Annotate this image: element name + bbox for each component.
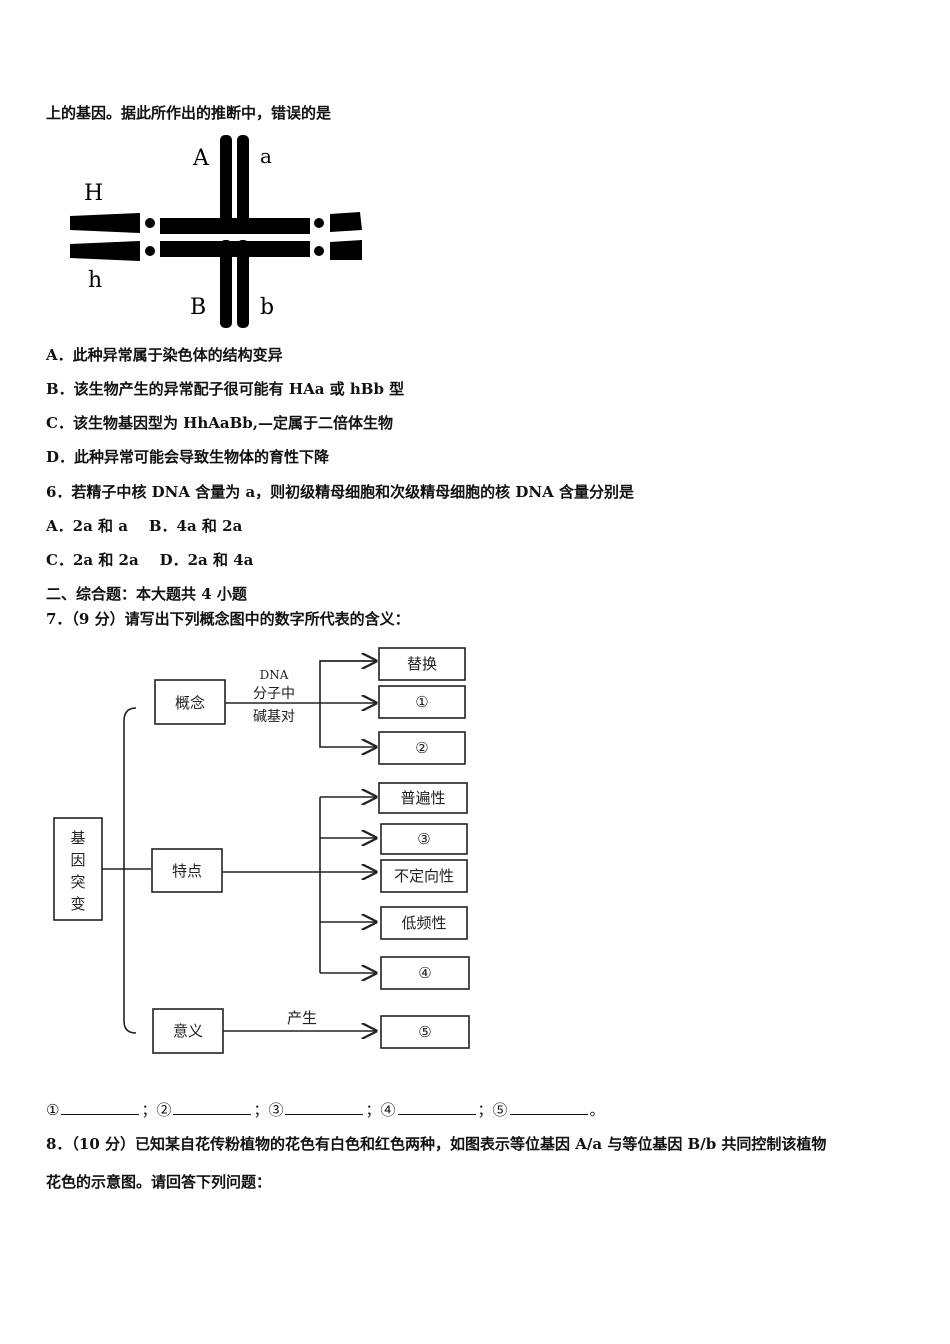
q5-option-b: B．该生物产生的异常配子很可能有 HAa 或 hBb 型: [46, 380, 405, 398]
answer-mark-end: 。: [589, 1101, 605, 1119]
meaning-child: ⑤: [418, 1023, 431, 1041]
answer-mark-2: ；②: [141, 1101, 172, 1119]
answer-blank-4[interactable]: [397, 1100, 476, 1115]
concept-edge-line3: 碱基对: [253, 708, 295, 725]
concept-child-3: ②: [415, 739, 428, 757]
root-char-1: 基: [70, 829, 85, 847]
meaning-node: 意义: [173, 1022, 203, 1040]
concept-map: 基 因 突 变 概念 特点 意义 DNA 分子中 碱基对 替换 ① ② 普遍性 …: [53, 647, 470, 1054]
label-B: B: [190, 295, 206, 320]
q5-option-c: C．该生物基因型为 HhAaBb,—定属于二倍体生物: [46, 414, 393, 432]
q8-line2: 花色的示意图。请回答下列问题：: [46, 1173, 272, 1191]
label-H: H: [84, 181, 103, 206]
chromosome-figure: A a H h B b: [70, 135, 362, 328]
concept-edge-line2: 分子中: [253, 686, 295, 702]
label-a: a: [260, 144, 272, 168]
q5-option-d: D．此种异常可能会导致生物体的育性下降: [46, 448, 330, 466]
root-char-3: 突: [70, 873, 85, 891]
label-b: b: [260, 295, 274, 320]
root-char-4: 变: [70, 895, 85, 913]
concept-child-2: ①: [415, 693, 428, 711]
meaning-edge-label: 产生: [287, 1009, 317, 1027]
section-heading: 二、综合题：本大题共 4 小题: [46, 585, 247, 603]
concept-child-1: 替换: [407, 655, 437, 673]
concept-edge-line1: DNA: [260, 668, 289, 682]
feature-child-3: 不定向性: [394, 867, 454, 885]
answer-blank-5[interactable]: [509, 1100, 588, 1115]
answer-blank-1[interactable]: [61, 1100, 140, 1115]
q5-intro: 上的基因。据此所作出的推断中，错误的是: [46, 104, 332, 122]
root-char-2: 因: [70, 851, 85, 869]
q7-answer-line: ① ；② ；③ ；④ ；⑤ 。: [46, 1099, 605, 1120]
feature-child-5: ④: [418, 964, 431, 982]
label-A: A: [192, 146, 210, 171]
answer-mark-4: ；④: [365, 1101, 396, 1119]
q6-options-row2: C．2a 和 2a D．2a 和 4a: [46, 551, 254, 569]
q7-stem: 7．（9 分）请写出下列概念图中的数字所代表的含义：: [46, 610, 410, 628]
answer-blank-2[interactable]: [173, 1100, 252, 1115]
answer-mark-3: ；③: [253, 1101, 284, 1119]
q6-options-row1: A．2a 和 a B．4a 和 2a: [46, 517, 243, 535]
q5-option-a: A．此种异常属于染色体的结构变异: [46, 346, 283, 364]
feature-node: 特点: [172, 862, 202, 880]
q8-line1: 8．（10 分）已知某自花传粉植物的花色有白色和红色两种，如图表示等位基因 A/…: [46, 1135, 827, 1153]
answer-blank-3[interactable]: [285, 1100, 364, 1115]
label-h: h: [88, 268, 102, 293]
answer-mark-5: ；⑤: [477, 1101, 508, 1119]
feature-child-4: 低频性: [401, 914, 446, 932]
feature-child-2: ③: [417, 830, 430, 848]
feature-child-1: 普遍性: [400, 789, 445, 807]
answer-mark-1: ①: [46, 1101, 60, 1119]
concept-node: 概念: [175, 694, 205, 712]
q6-stem: 6．若精子中核 DNA 含量为 a，则初级精母细胞和次级精母细胞的核 DNA 含…: [46, 483, 634, 501]
